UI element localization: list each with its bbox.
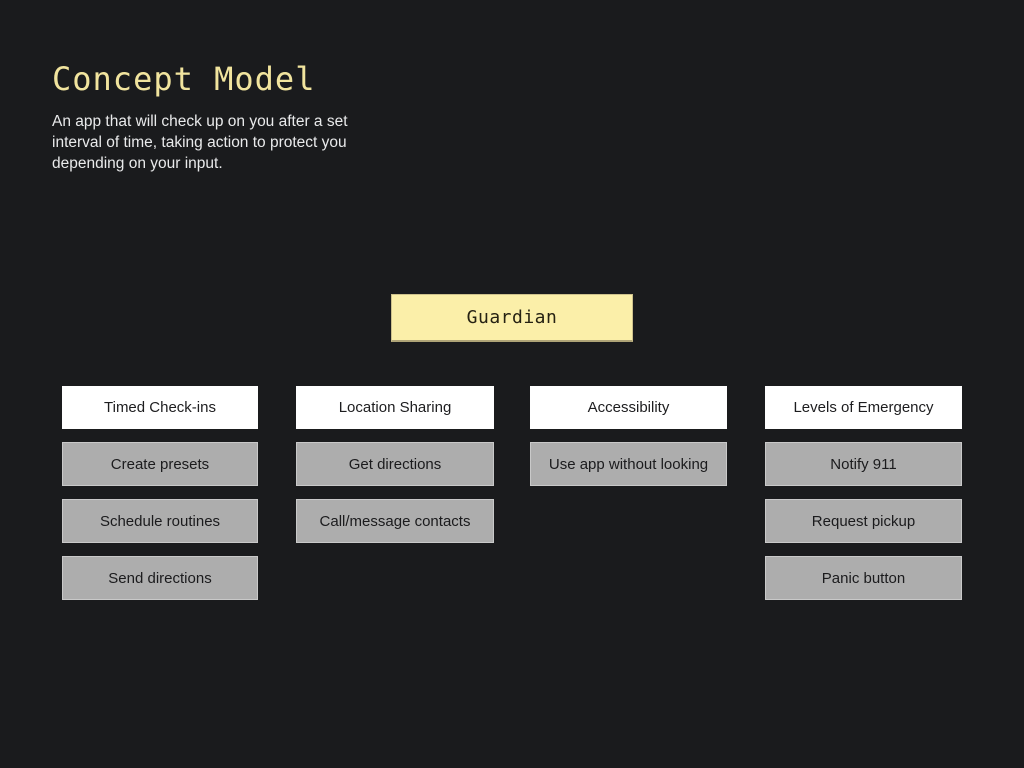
feature-node-call-message-contacts[interactable]: Call/message contacts (296, 499, 494, 543)
feature-node-notify-911[interactable]: Notify 911 (765, 442, 962, 486)
category-node-accessibility[interactable]: Accessibility (530, 386, 727, 429)
root-node-guardian[interactable]: Guardian (391, 294, 633, 342)
column-timed-check-ins: Timed Check-ins Create presets Schedule … (62, 386, 258, 600)
column-location-sharing: Location Sharing Get directions Call/mes… (296, 386, 494, 543)
feature-node-send-directions[interactable]: Send directions (62, 556, 258, 600)
feature-node-request-pickup[interactable]: Request pickup (765, 499, 962, 543)
feature-node-schedule-routines[interactable]: Schedule routines (62, 499, 258, 543)
feature-node-panic-button[interactable]: Panic button (765, 556, 962, 600)
feature-node-get-directions[interactable]: Get directions (296, 442, 494, 486)
description-line: An app that will check up on you after a… (52, 113, 348, 130)
column-accessibility: Accessibility Use app without looking (530, 386, 727, 486)
page-title: Concept Model (52, 60, 316, 98)
feature-node-create-presets[interactable]: Create presets (62, 442, 258, 486)
category-node-location-sharing[interactable]: Location Sharing (296, 386, 494, 429)
feature-node-use-app-without-looking[interactable]: Use app without looking (530, 442, 727, 486)
column-levels-of-emergency: Levels of Emergency Notify 911 Request p… (765, 386, 962, 600)
category-node-levels-of-emergency[interactable]: Levels of Emergency (765, 386, 962, 429)
page-description: An app that will check up on you after a… (52, 111, 348, 174)
description-line: depending on your input. (52, 155, 223, 172)
description-line: interval of time, taking action to prote… (52, 134, 347, 151)
category-node-timed-check-ins[interactable]: Timed Check-ins (62, 386, 258, 429)
